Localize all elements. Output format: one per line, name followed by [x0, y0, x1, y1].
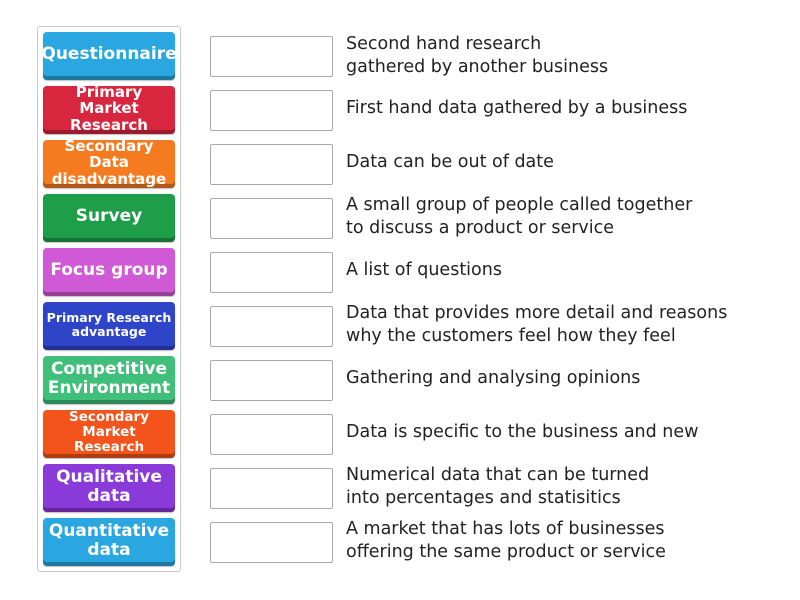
- definition-text: A market that has lots of businesses off…: [346, 519, 666, 562]
- definition-text: Numerical data that can be turned into p…: [346, 465, 650, 508]
- tile-label: Quantitative data: [48, 520, 170, 560]
- drop-slot-6[interactable]: [210, 306, 333, 347]
- tile-competitive-environment[interactable]: Competitive Environment: [43, 356, 175, 404]
- tile-secondary-data-disadvantage[interactable]: Secondary Data disadvantage: [43, 136, 175, 188]
- tile-survey[interactable]: Survey: [43, 194, 175, 242]
- definition-text: A list of questions: [346, 259, 502, 280]
- tile-label: Primary Research advantage: [46, 309, 172, 339]
- tile-label: Survey: [75, 206, 143, 227]
- tile-label: Qualitative data: [56, 466, 162, 506]
- drop-slot-8[interactable]: [210, 414, 333, 455]
- tile-label: Competitive Environment: [47, 358, 171, 398]
- tile-secondary-market-research[interactable]: Secondary Market Research: [43, 410, 175, 458]
- tile-focus-group[interactable]: Focus group: [43, 248, 175, 296]
- drop-slot-2[interactable]: [210, 90, 333, 131]
- definition-text: Second hand research gathered by another…: [346, 34, 609, 77]
- tile-primary-research-advantage[interactable]: Primary Research advantage: [43, 302, 175, 350]
- drop-slot-4[interactable]: [210, 198, 333, 239]
- drop-slot-7[interactable]: [210, 360, 333, 401]
- definition-text: A small group of people called together …: [346, 195, 693, 238]
- definition-text: Gathering and analysing opinions: [346, 367, 641, 388]
- tile-label: Focus group: [50, 260, 168, 281]
- tile-label: Questionnaire: [41, 44, 177, 65]
- definition-text: Data can be out of date: [346, 151, 554, 172]
- tile-label: Primary Market Research: [70, 82, 148, 134]
- definition-text: Data that provides more detail and reaso…: [346, 303, 728, 346]
- tile-label: Secondary Market Research: [69, 409, 149, 455]
- drop-slot-10[interactable]: [210, 522, 333, 563]
- tile-label: Secondary Data disadvantage: [51, 136, 167, 188]
- drop-slot-3[interactable]: [210, 144, 333, 185]
- tile-primary-market-research[interactable]: Primary Market Research: [43, 82, 175, 134]
- definition-text: First hand data gathered by a business: [346, 97, 688, 118]
- tile-questionnaire[interactable]: Questionnaire: [41, 32, 177, 80]
- tile-quantitative-data[interactable]: Quantitative data: [43, 518, 175, 566]
- tile-qualitative-data[interactable]: Qualitative data: [43, 464, 175, 512]
- drop-slot-1[interactable]: [210, 36, 333, 77]
- drop-slot-5[interactable]: [210, 252, 333, 293]
- definition-text: Data is specific to the business and new: [346, 421, 699, 442]
- drop-slot-9[interactable]: [210, 468, 333, 509]
